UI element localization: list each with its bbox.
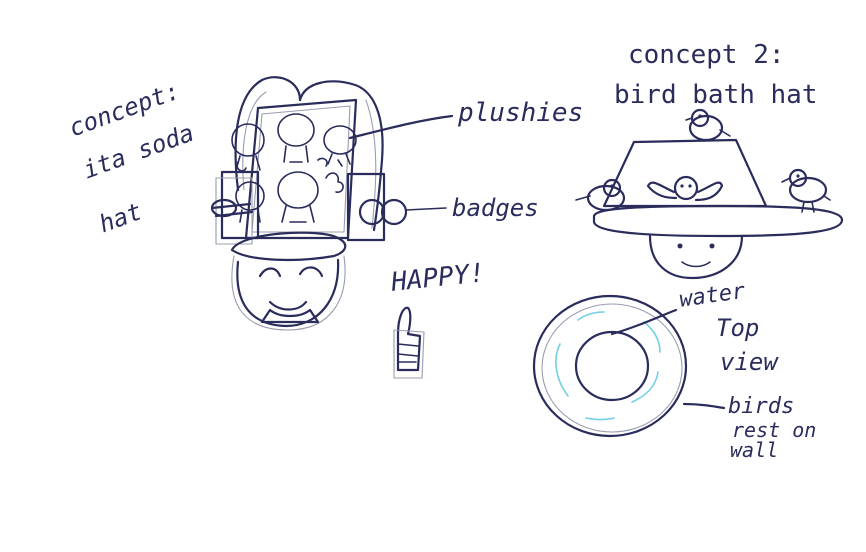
plushies-drawing xyxy=(231,113,357,223)
top-view-drawing xyxy=(532,294,688,438)
hands-under-face xyxy=(260,308,320,324)
badges-label: badges xyxy=(452,194,539,222)
plushies-label: plushies xyxy=(458,98,584,128)
ita-soda-hat-sketch xyxy=(210,76,447,379)
bird-on-top xyxy=(685,108,731,142)
concept2-title-line2: bird bath hat xyxy=(614,80,818,110)
water-leader-line xyxy=(610,308,678,336)
top-view-label-line2: view xyxy=(720,348,778,376)
ita-bag-panel xyxy=(244,98,358,240)
birds-leader-line xyxy=(682,402,726,410)
top-view-label-line1: Top xyxy=(716,314,760,342)
bird-on-right-brim xyxy=(781,168,831,213)
hat-brim-wall xyxy=(592,204,844,238)
plushies-leader-line xyxy=(348,114,454,140)
bird-in-bath xyxy=(646,175,724,202)
water-stroke xyxy=(555,343,569,397)
smile xyxy=(268,300,308,311)
left-strap xyxy=(234,76,302,192)
birds-label-line2: rest on xyxy=(732,418,817,442)
right-closed-eye xyxy=(298,266,324,278)
bird-on-left-brim xyxy=(575,178,626,212)
hat-crown xyxy=(602,138,768,208)
birds-label-line3: wall xyxy=(730,438,779,462)
bird-bath-hat-sketch xyxy=(532,108,844,438)
left-closed-eye xyxy=(258,267,282,278)
face-outline xyxy=(236,258,340,328)
top-view-outer-wall xyxy=(532,294,688,438)
thumbs-up-drawing xyxy=(393,306,425,379)
top-view-inner-head xyxy=(574,330,650,402)
right-side-pouch xyxy=(346,172,386,242)
concept2-title-line1: concept 2: xyxy=(628,40,785,70)
right-strap xyxy=(298,80,384,232)
badges-drawing xyxy=(210,198,447,226)
bird-hat-face xyxy=(648,234,744,280)
birds-label-line1: birds xyxy=(728,394,795,419)
hat-brim xyxy=(230,231,347,261)
